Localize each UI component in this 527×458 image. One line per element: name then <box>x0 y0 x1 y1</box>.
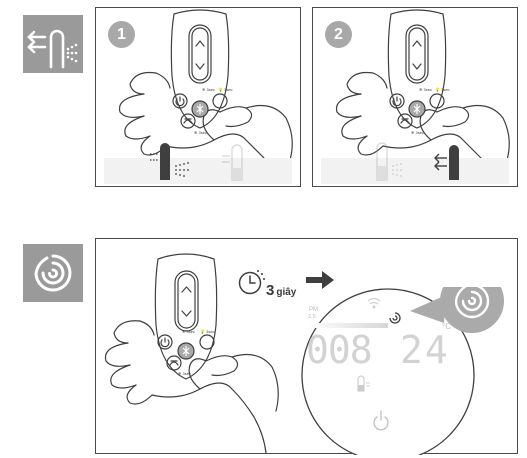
swirl-indicator <box>389 312 401 324</box>
airflow-inactive-icon <box>376 142 402 181</box>
remote-label-bottom: ❄ 3sec <box>194 130 207 135</box>
remote-label-left: ❄ 3sec <box>182 329 195 334</box>
step-1-panel: 1 <box>95 7 301 187</box>
clock-icon <box>238 270 265 295</box>
airflow-direction-icon-tile <box>23 15 83 73</box>
step-2-panel: 2 ❄ 3sec 💡 3sec ❄ 3sec <box>312 7 518 187</box>
step-1-illustration: ❄ 3sec 💡 3sec ❄ 3sec <box>118 9 293 161</box>
remote-label-right: 💡 3sec <box>218 87 233 92</box>
airflow-direction-icon <box>27 29 78 69</box>
airflow-small-icon <box>357 375 370 392</box>
step-1-result-strip <box>104 158 292 184</box>
remote-label-bottom: ❄ 3sec <box>411 130 424 135</box>
swirl-mode-icon <box>34 254 72 292</box>
timer-value: 3 <box>266 282 275 299</box>
step-1-badge: 1 <box>108 21 135 48</box>
pm-unit: 2,5 <box>308 314 316 320</box>
remote-label-right: 💡 3sec <box>200 329 215 334</box>
step-2-badge: 2 <box>325 21 352 48</box>
device-display: PM 2,5 °C 008 24 <box>301 287 504 455</box>
remote-label-bottom: ❄ 3sec <box>178 371 191 376</box>
airflow-active-icon <box>150 143 189 180</box>
timer-unit: giây <box>276 287 297 298</box>
step-1-result-icons <box>150 143 243 181</box>
remote-label-right: 💡 3sec <box>435 87 450 92</box>
power-icon <box>373 410 389 431</box>
remote-label-left: ❄ 3sec <box>202 87 215 92</box>
swirl-mode-icon-tile <box>23 244 83 302</box>
remote-hand-illustration: ❄ 3sec 💡 3sec ❄ 3sec <box>104 253 279 454</box>
temperature-unit: °C <box>442 322 451 331</box>
airflow-inactive-icon <box>222 144 243 181</box>
display-main-right: 24 <box>400 328 450 372</box>
arrow-right-icon <box>306 271 334 289</box>
step-2-illustration: ❄ 3sec 💡 3sec ❄ 3sec <box>335 9 510 161</box>
display-main-left: 008 <box>306 328 372 372</box>
wifi-icon <box>367 297 381 309</box>
airflow-active-icon <box>434 145 459 180</box>
step-2-result-strip <box>321 158 509 184</box>
level-bar <box>308 323 388 328</box>
pm-label: PM <box>309 307 318 313</box>
remote-label-left: ❄ 3sec <box>419 87 432 92</box>
step-2-result-icons <box>376 142 459 181</box>
